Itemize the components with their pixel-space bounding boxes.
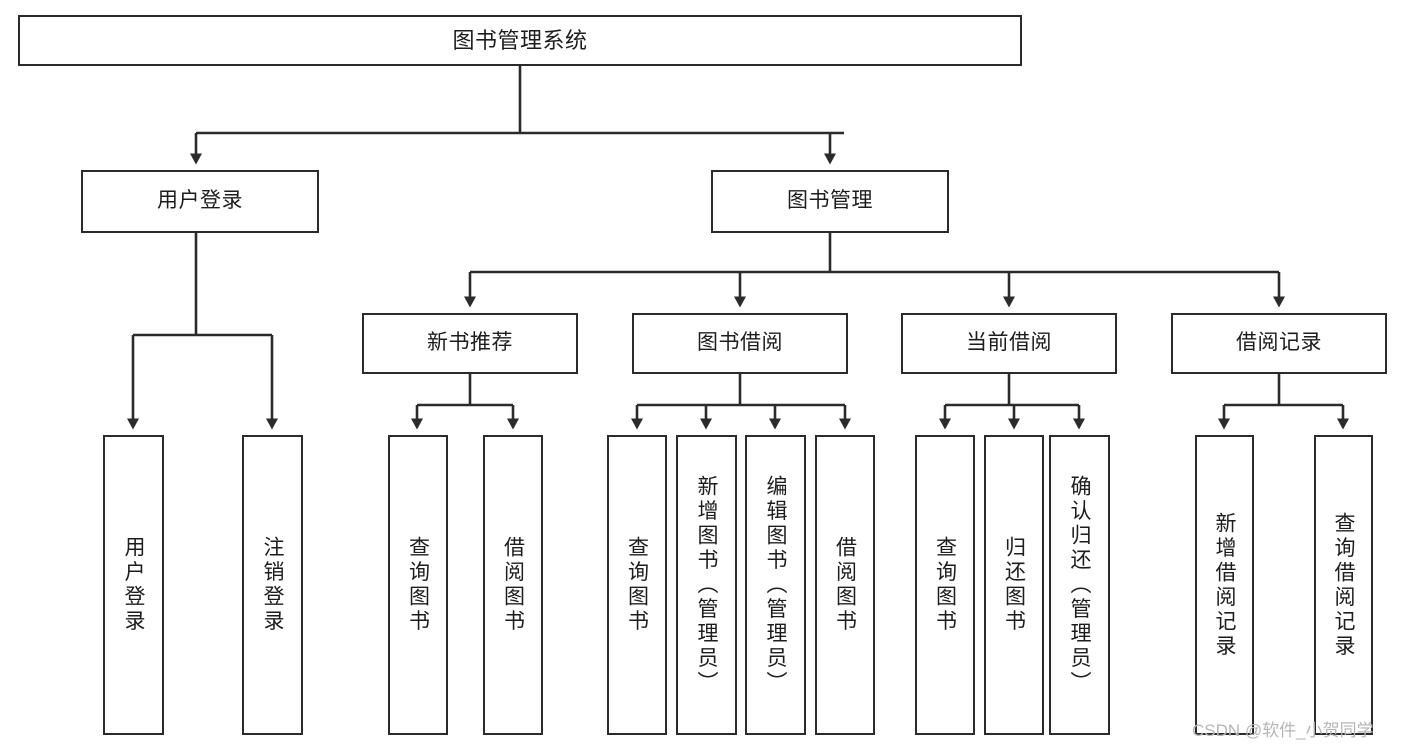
node-label: 借阅图书 <box>833 536 857 634</box>
leaf-current-borrow-query-book[interactable]: 查询图书 <box>915 435 975 735</box>
node-label: 新增借阅记录 <box>1213 511 1236 659</box>
node-label: 借阅图书 <box>501 536 525 634</box>
leaf-book-borrow-borrow-book[interactable]: 借阅图书 <box>815 435 875 735</box>
node-borrowing-record[interactable]: 借阅记录 <box>1171 313 1387 374</box>
leaf-user-login-login[interactable]: 用户登录 <box>103 435 164 735</box>
leaf-borrow-record-add-record[interactable]: 新增借阅记录 <box>1195 435 1254 735</box>
node-label: 确认归还（管理员） <box>1068 474 1091 696</box>
node-label: 图书借阅 <box>697 331 783 355</box>
node-book-borrowing[interactable]: 图书借阅 <box>632 313 848 374</box>
leaf-new-book-query-book[interactable]: 查询图书 <box>388 435 448 735</box>
node-label: 用户登录 <box>157 189 243 213</box>
node-label: 查询借阅记录 <box>1332 511 1355 659</box>
node-label: 当前借阅 <box>966 331 1052 355</box>
node-current-borrowing[interactable]: 当前借阅 <box>901 313 1117 374</box>
csdn-watermark: CSDN @软件_小贺同学 <box>1192 721 1374 740</box>
leaf-user-login-logout[interactable]: 注销登录 <box>242 435 303 735</box>
leaf-book-borrow-add-book-admin[interactable]: 新增图书（管理员） <box>676 435 737 735</box>
node-label: 新增图书（管理员） <box>695 474 718 696</box>
leaf-book-borrow-edit-book-admin[interactable]: 编辑图书（管理员） <box>745 435 806 735</box>
leaf-new-book-borrow-book[interactable]: 借阅图书 <box>483 435 543 735</box>
node-user-login[interactable]: 用户登录 <box>81 170 319 233</box>
node-root-book-management-system[interactable]: 图书管理系统 <box>18 15 1022 66</box>
node-label: 图书管理 <box>787 189 873 213</box>
node-label: 查询图书 <box>625 536 649 634</box>
node-label: 查询图书 <box>933 536 957 634</box>
leaf-current-borrow-confirm-return-admin[interactable]: 确认归还（管理员） <box>1049 435 1110 735</box>
node-book-management[interactable]: 图书管理 <box>711 170 949 233</box>
leaf-borrow-record-query-record[interactable]: 查询借阅记录 <box>1314 435 1373 735</box>
node-label: 新书推荐 <box>427 331 513 355</box>
leaf-book-borrow-query-book[interactable]: 查询图书 <box>607 435 667 735</box>
node-label: 注销登录 <box>261 536 284 634</box>
node-label: 归还图书 <box>1002 536 1026 634</box>
node-label: 编辑图书（管理员） <box>764 474 787 696</box>
node-label: 查询图书 <box>406 536 430 634</box>
leaf-current-borrow-return-book[interactable]: 归还图书 <box>984 435 1044 735</box>
node-label: 用户登录 <box>122 536 145 634</box>
node-new-book-recommendation[interactable]: 新书推荐 <box>362 313 578 374</box>
node-label: 图书管理系统 <box>452 27 588 53</box>
node-label: 借阅记录 <box>1236 331 1322 355</box>
